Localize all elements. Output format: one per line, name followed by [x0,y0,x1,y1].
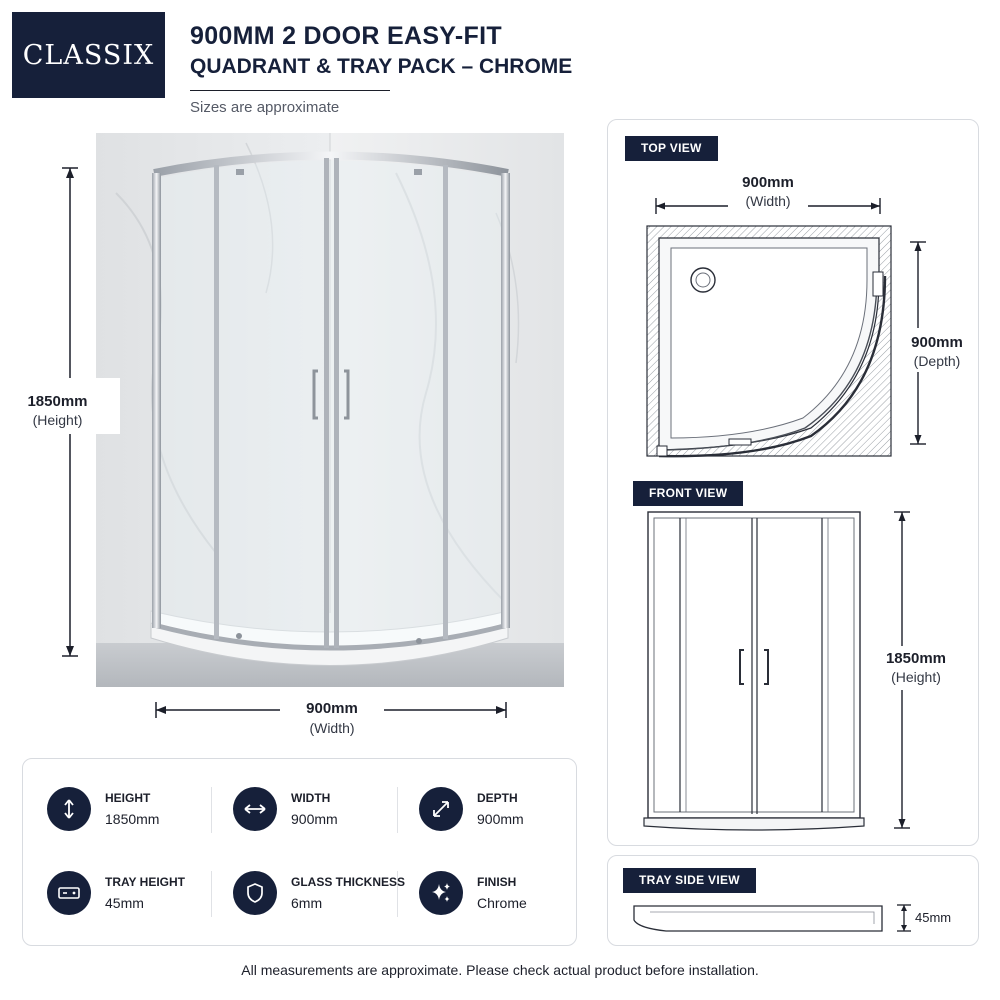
spec-height-value: 1850mm [105,811,160,827]
front-view-height-label: (Height) [891,669,941,685]
spec-depth-value: 900mm [477,811,524,827]
top-view-tag: TOP VIEW [625,136,718,161]
top-view-width-label: (Width) [745,193,791,209]
product-title-line2: QUADRANT & TRAY PACK – CHROME [190,55,573,78]
tray-side-view-drawing [633,905,883,932]
spec-glass-thickness-value: 6mm [291,895,323,911]
front-view-height-value: 1850mm [885,650,947,667]
front-view-drawing [643,511,865,831]
spec-tray-height: TRAY HEIGHT 45mm [47,865,217,925]
footer-disclaimer: All measurements are approximate. Please… [241,962,759,978]
spec-width-value: 900mm [291,811,338,827]
spec-depth: DEPTH 900mm [419,781,589,841]
spec-tray-height-value: 45mm [105,895,144,911]
specifications-card: HEIGHT 1850mm WIDTH 900mm DEPTH 900mm TR… [22,758,577,946]
tray-side-view-tag: TRAY SIDE VIEW [623,868,756,893]
top-view-depth-value: 900mm [911,334,963,351]
top-view-depth-label: (Depth) [913,353,961,369]
photo-width-label: (Width) [309,720,355,736]
spec-depth-label: DEPTH [477,791,518,805]
spec-finish-value: Chrome [477,895,527,911]
spec-glass-thickness: GLASS THICKNESS 6mm [233,865,406,925]
brand-logo: CLASSIX [12,12,165,98]
title-divider [190,90,390,91]
spec-finish-label: FINISH [477,875,517,889]
top-view-drawing [646,225,892,458]
photo-height-label: (Height) [32,412,83,428]
spec-height: HEIGHT 1850mm [47,781,217,841]
shield-icon [233,871,277,915]
tray-height-value: 45mm [915,910,952,925]
photo-width-value: 900mm [306,700,358,717]
sizes-note: Sizes are approximate [190,99,340,116]
front-view-tag: FRONT VIEW [633,481,744,506]
spec-finish: FINISH Chrome [419,865,589,925]
height-arrows-icon [47,787,91,831]
tray-icon [47,871,91,915]
photo-height-value: 1850mm [27,393,88,410]
width-arrows-icon [233,787,277,831]
spec-height-label: HEIGHT [105,791,151,805]
tray-height-dimension [897,904,911,932]
product-title-line1: 900MM 2 DOOR EASY-FIT [190,22,502,50]
spec-tray-height-label: TRAY HEIGHT [105,875,186,889]
product-photo [96,133,564,687]
spec-width: WIDTH 900mm [233,781,403,841]
diagonal-arrows-icon [419,787,463,831]
spec-width-label: WIDTH [291,791,331,805]
spec-glass-thickness-label: GLASS THICKNESS [291,875,406,889]
sparkle-icon [419,871,463,915]
top-view-width-value: 900mm [742,174,794,191]
